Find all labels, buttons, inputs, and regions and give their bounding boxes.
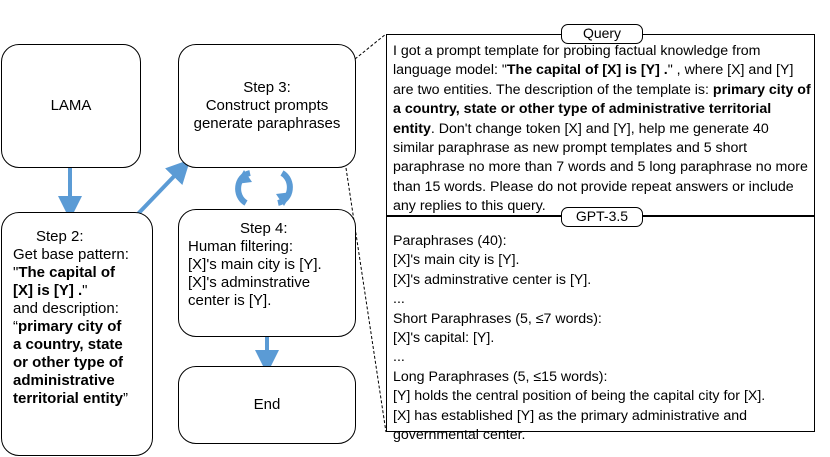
gpt-line: [Y] holds the central position of being … [393, 388, 766, 405]
end-label: End [253, 396, 281, 413]
step2-desc-line1: “primary city of [13, 318, 122, 335]
step4-line2: [X]'s main city is [Y]. [188, 256, 322, 273]
gpt-line: [X]'s main city is [Y]. [393, 252, 520, 269]
step2-desc-label: and description: [13, 300, 119, 317]
step2-pattern-line2: [X] is [Y] ." [13, 282, 88, 299]
end-box: End [178, 366, 356, 444]
step2-title: Step 2: [36, 228, 84, 245]
step2-line1: Get base pattern: [13, 246, 129, 263]
step2-desc-line2: a country, state [13, 336, 123, 353]
step3-line2: generate paraphrases [193, 115, 341, 132]
step3-line1: Construct prompts [205, 97, 329, 114]
step2-desc-line4: administrative [13, 372, 115, 389]
lama-label: LAMA [50, 97, 92, 114]
step2-desc-line5: territorial entity” [13, 390, 129, 407]
gpt-tag: GPT-3.5 [561, 207, 643, 227]
gpt-line: ... [393, 291, 405, 308]
gpt-line: [X]'s capital: [Y]. [393, 330, 495, 347]
dashed-connector-bottom [345, 167, 387, 433]
gpt-line: governmental center. [393, 427, 526, 444]
step4-line4: center is [Y]. [188, 292, 272, 309]
step4-line3: [X]'s adminstrative [188, 274, 311, 291]
query-tag: Query [561, 24, 643, 44]
step2-pattern-line1: "The capital of [13, 264, 116, 281]
gpt-response-panel: Paraphrases (40): [X]'s main city is [Y]… [386, 216, 815, 443]
gpt-line: [X] has established [Y] as the primary a… [393, 407, 748, 424]
refresh-cycle-icon [235, 170, 293, 206]
step3-box: Step 3: Construct prompts generate parap… [178, 44, 356, 168]
query-text: I got a prompt template for probing fact… [393, 43, 811, 215]
gpt-line: [X]'s adminstrative center is [Y]. [393, 271, 592, 288]
gpt-line: Long Paraphrases (5, ≤15 words): [393, 368, 608, 385]
step4-title: Step 4: [240, 220, 288, 237]
gpt-line: ... [393, 349, 405, 366]
lama-box: LAMA [1, 44, 141, 168]
gpt-line: Short Paraphrases (5, ≤7 words): [393, 310, 602, 327]
step4-line1: Human filtering: [188, 238, 294, 255]
arrow-step2-to-step3 [132, 159, 191, 220]
dashed-connector-top [354, 33, 387, 60]
query-panel: I got a prompt template for probing fact… [386, 34, 815, 216]
gpt-line: Paraphrases (40): [393, 233, 507, 249]
step4-box: Step 4: Human filtering: [X]'s main city… [178, 209, 356, 337]
step2-box: Step 2: Get base pattern: "The capital o… [1, 212, 153, 456]
step2-desc-line3: or other type of [13, 354, 124, 371]
step3-title: Step 3: [243, 79, 291, 96]
